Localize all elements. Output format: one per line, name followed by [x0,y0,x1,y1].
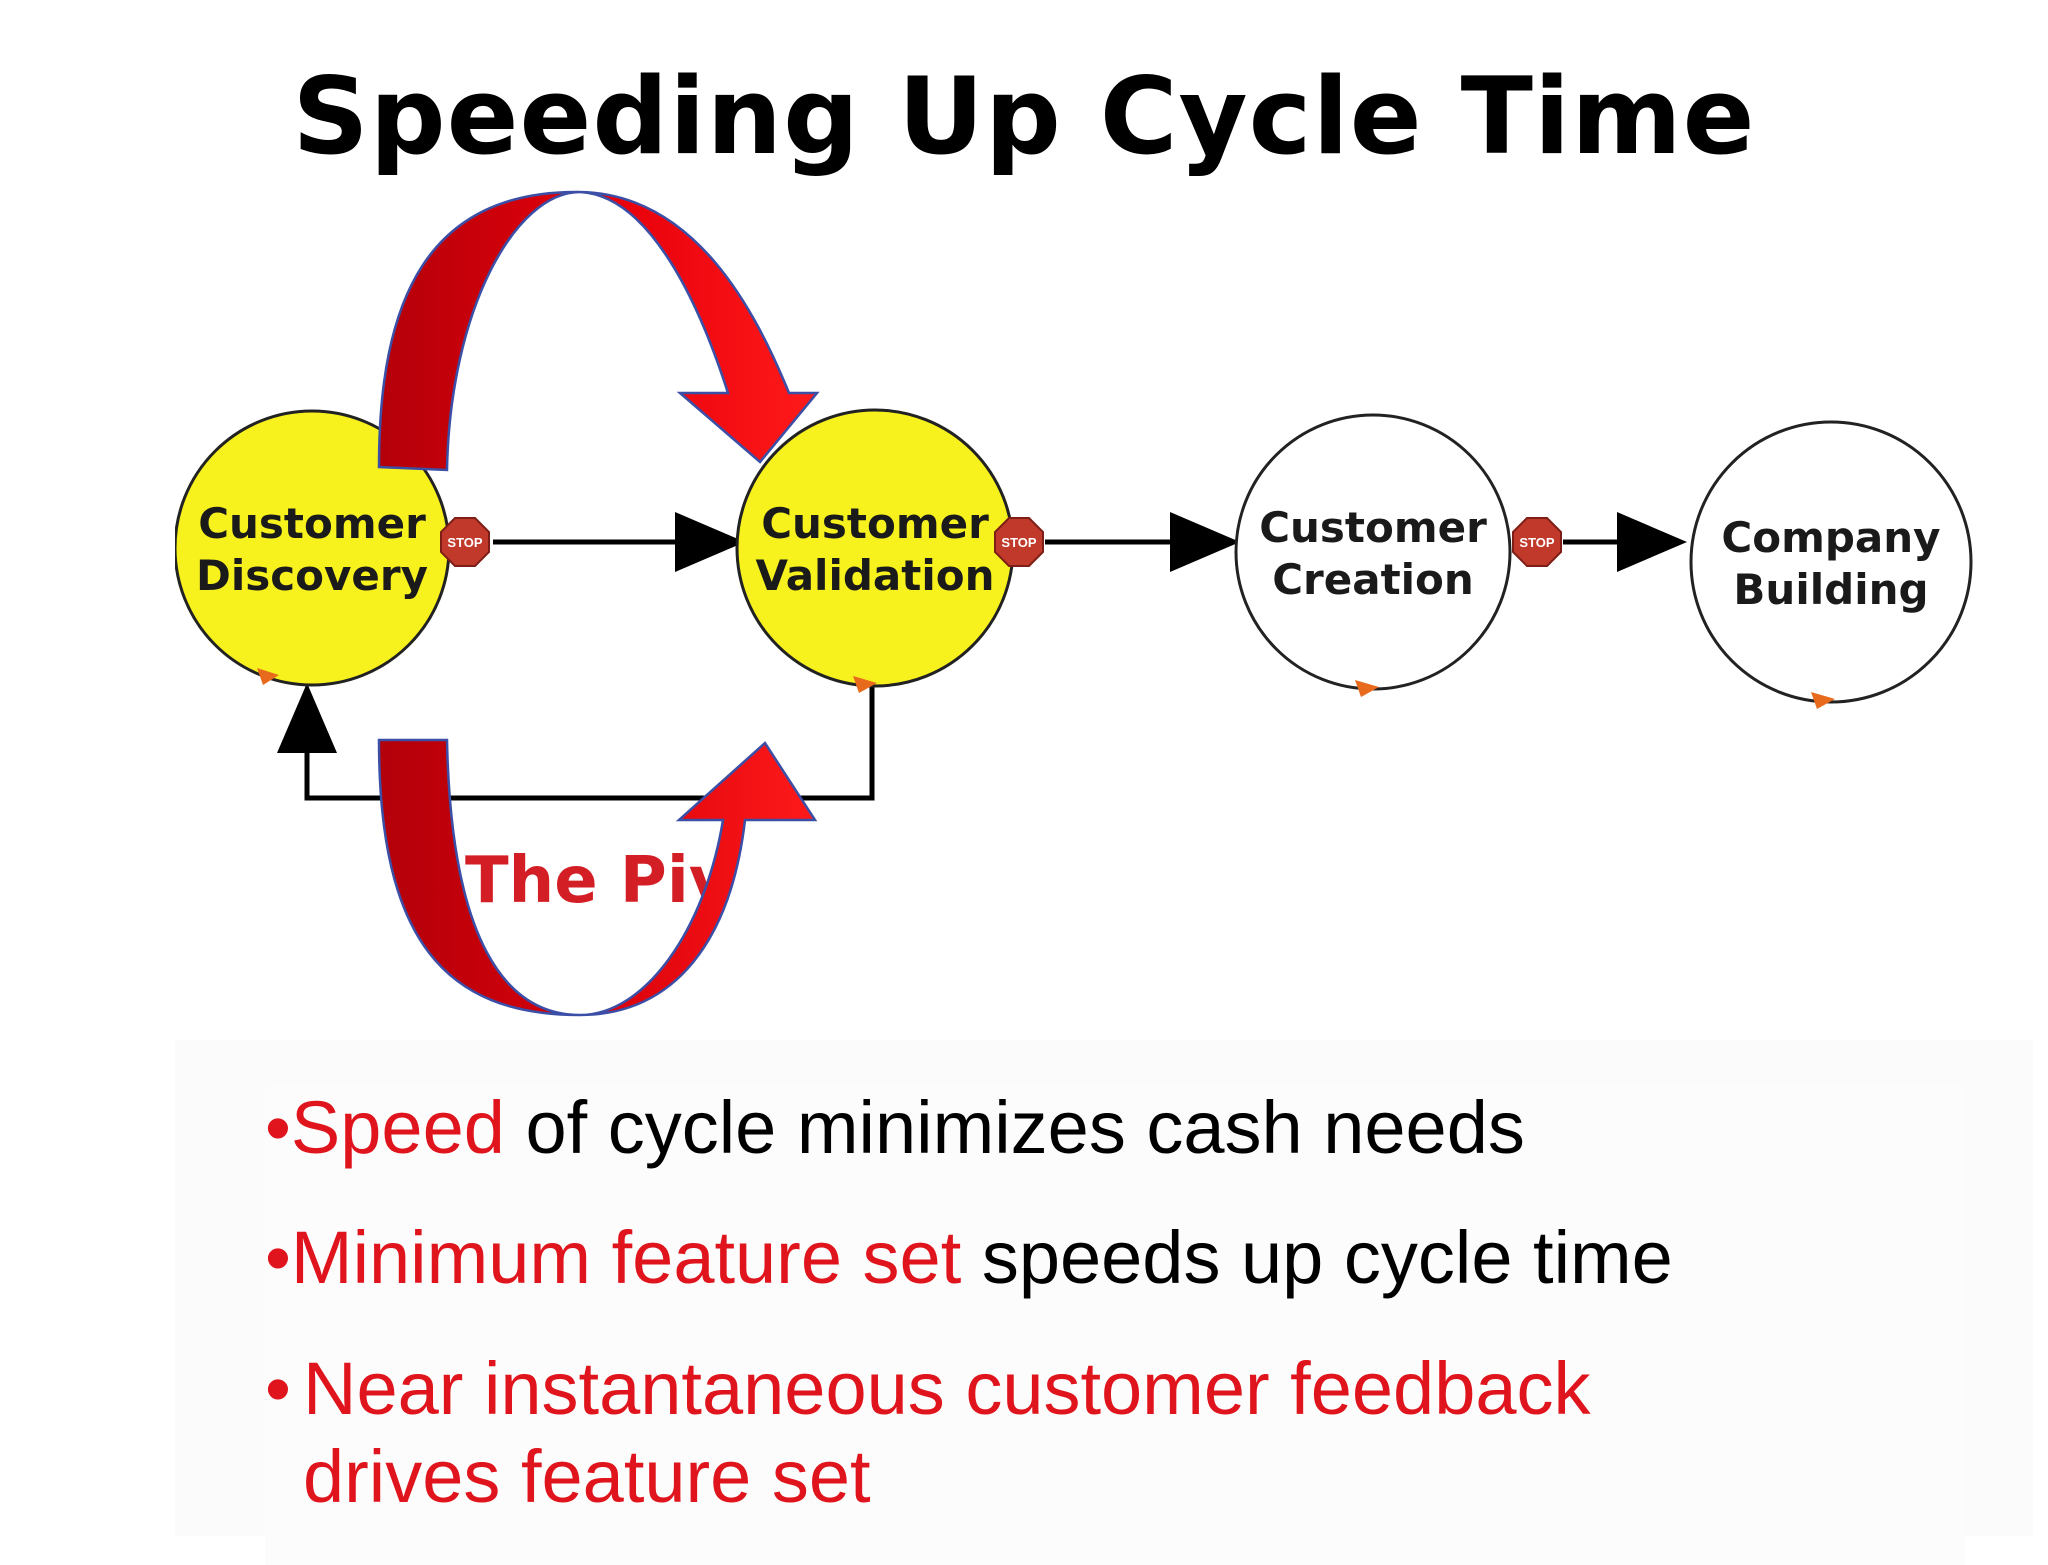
stage-circle [735,408,1015,688]
feedback-loop-line [277,675,875,801]
stage-customer-validation: Customer Validation [735,408,1015,693]
bullet-marker: • [265,1086,291,1169]
orange-pointer-icon [1811,692,1835,709]
bullet-marker: • [265,1216,291,1299]
stage-customer-discovery: Customer Discovery [175,409,451,687]
stop-sign-text: STOP [1519,535,1554,550]
cycle-diagram-svg: Customer Discovery Customer Validation C… [175,190,1973,1017]
bullet-list: •Speed of cycle minimizes cash needs •Mi… [265,1085,1965,1565]
orange-pointer-icon [853,676,877,693]
stage-label-line2: Creation [1272,555,1474,604]
bullet-customer-feedback: • Near instantaneous customer feedback d… [265,1345,1965,1521]
pivot-label: The Piv [465,844,730,918]
stage-label-line2: Validation [756,551,995,600]
orange-pointer-icon [257,668,279,685]
stage-label-line1: Customer [761,499,989,548]
stage-circle [1689,420,1973,704]
page-title: Speeding Up Cycle Time [292,55,1756,178]
stop-sign-icon: STOP [994,517,1044,567]
stage-label-line2: Building [1733,565,1928,614]
orange-pointer-icon [1355,680,1379,697]
bullet-highlight: Speed [290,1086,505,1169]
cycle-diagram: Customer Discovery Customer Validation C… [175,180,2033,1040]
bullet-text: of cycle minimizes cash needs [504,1086,1525,1169]
stage-customer-creation: Customer Creation [1234,413,1512,697]
bullet-text-line2: drives feature set [303,1435,871,1518]
stage-circle [1234,413,1512,691]
pivot-arrow-bottom [377,738,818,1017]
bullet-marker: • [265,1347,291,1430]
bullet-speed: •Speed of cycle minimizes cash needs [265,1085,1965,1171]
stop-sign-text: STOP [447,535,482,550]
stage-label-line2: Discovery [196,551,428,600]
bullet-text-line1: Near instantaneous customer feedback [303,1347,1591,1430]
bullet-minimum-feature-set: •Minimum feature set speeds up cycle tim… [265,1215,1965,1301]
stage-label-line1: Customer [198,499,426,548]
stage-label-line1: Company [1721,513,1940,562]
stop-sign-icon: STOP [1512,517,1562,567]
stop-sign-icon: STOP [440,517,490,567]
bullet-text: speeds up cycle time [961,1216,1673,1299]
redo-arrow-top [377,190,820,472]
stop-sign-text: STOP [1001,535,1036,550]
bullet-highlight: Minimum feature set [290,1216,962,1299]
stage-company-building: Company Building [1689,420,1973,709]
stage-label-line1: Customer [1259,503,1487,552]
